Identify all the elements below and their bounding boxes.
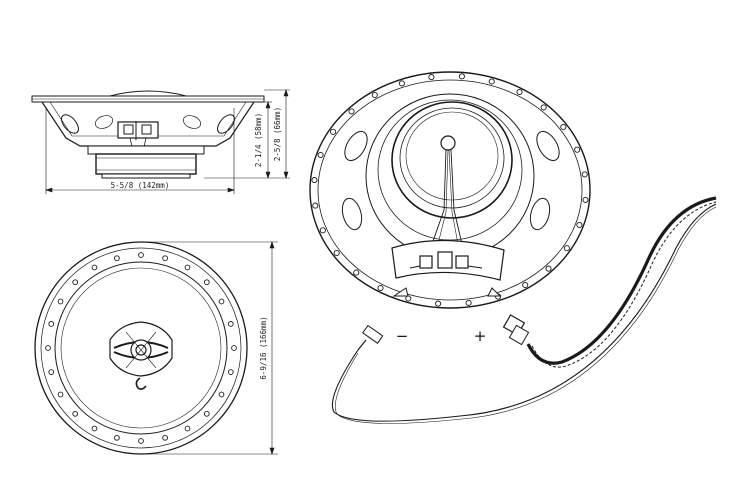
mounting-hole bbox=[115, 256, 120, 261]
rear-window-left bbox=[340, 128, 372, 165]
mounting-hole bbox=[92, 265, 97, 270]
mounting-hole bbox=[583, 197, 588, 202]
negative-wire bbox=[332, 204, 716, 421]
mounting-hole bbox=[204, 280, 209, 285]
height-outer-dimension-label: 2-5/8 (66mm) bbox=[273, 107, 282, 161]
height-inner-dimension-label: 2-1/4 (58mm) bbox=[254, 113, 263, 167]
mounting-hole bbox=[541, 105, 546, 110]
polarity-plus-label: + bbox=[474, 327, 487, 345]
mounting-hole bbox=[378, 285, 383, 290]
mounting-hole bbox=[466, 300, 471, 305]
diameter-dimension-label: 6-9/16 (166mm) bbox=[259, 316, 268, 379]
side-cone-top bbox=[110, 91, 186, 96]
mounting-hole bbox=[546, 266, 551, 271]
mounting-hole bbox=[372, 92, 377, 97]
mounting-hole bbox=[49, 370, 54, 375]
mounting-hole bbox=[58, 392, 63, 397]
mounting-hole bbox=[46, 346, 51, 351]
mounting-hole bbox=[406, 296, 411, 301]
mounting-hole bbox=[331, 129, 336, 134]
mounting-hole bbox=[139, 253, 144, 258]
mounting-hole bbox=[436, 301, 441, 306]
mounting-hole bbox=[185, 265, 190, 270]
mounting-hole bbox=[163, 435, 168, 440]
rear-vent bbox=[441, 136, 455, 150]
mounting-hole bbox=[312, 178, 317, 183]
mounting-hole bbox=[185, 426, 190, 431]
mounting-hole bbox=[349, 109, 354, 114]
mounting-hole bbox=[561, 124, 566, 129]
wire-harness bbox=[332, 198, 716, 423]
mounting-hole bbox=[49, 322, 54, 327]
mounting-hole bbox=[354, 270, 359, 275]
polarity-minus-label: − bbox=[396, 327, 409, 345]
mounting-hole bbox=[232, 346, 237, 351]
rear-terminal-minus bbox=[420, 256, 432, 268]
mounting-hole bbox=[429, 75, 434, 80]
negative-connector bbox=[358, 326, 383, 350]
front-tweeter bbox=[110, 322, 172, 376]
mounting-hole bbox=[228, 322, 233, 327]
mounting-hole bbox=[228, 370, 233, 375]
width-dimension-label: 5-5/8 (142mm) bbox=[111, 181, 170, 190]
mounting-hole bbox=[334, 250, 339, 255]
positive-wire bbox=[528, 198, 716, 363]
mounting-hole bbox=[163, 256, 168, 261]
mounting-hole bbox=[489, 79, 494, 84]
mounting-hole bbox=[575, 147, 580, 152]
mounting-hole bbox=[139, 439, 144, 444]
mounting-hole bbox=[73, 280, 78, 285]
front-logo bbox=[136, 378, 146, 389]
mounting-hole bbox=[58, 299, 63, 304]
front-view bbox=[35, 242, 247, 454]
mounting-hole bbox=[115, 435, 120, 440]
mounting-hole bbox=[204, 411, 209, 416]
mounting-hole bbox=[318, 152, 323, 157]
mounting-hole bbox=[219, 392, 224, 397]
mounting-hole bbox=[523, 282, 528, 287]
mounting-hole bbox=[399, 81, 404, 86]
mounting-hole bbox=[73, 411, 78, 416]
side-view bbox=[32, 91, 264, 178]
mounting-hole bbox=[92, 426, 97, 431]
rear-window-right bbox=[532, 128, 564, 165]
mounting-hole bbox=[459, 74, 464, 79]
mounting-hole bbox=[564, 246, 569, 251]
mounting-hole bbox=[582, 172, 587, 177]
side-magnet bbox=[88, 146, 204, 154]
mounting-hole bbox=[320, 228, 325, 233]
mounting-hole bbox=[577, 222, 582, 227]
mounting-hole bbox=[517, 89, 522, 94]
rear-view bbox=[310, 72, 590, 308]
positive-connector bbox=[504, 315, 529, 345]
rear-magnet bbox=[392, 102, 512, 218]
mounting-hole bbox=[313, 203, 318, 208]
rear-terminal-plus bbox=[456, 256, 468, 268]
mounting-hole bbox=[219, 299, 224, 304]
